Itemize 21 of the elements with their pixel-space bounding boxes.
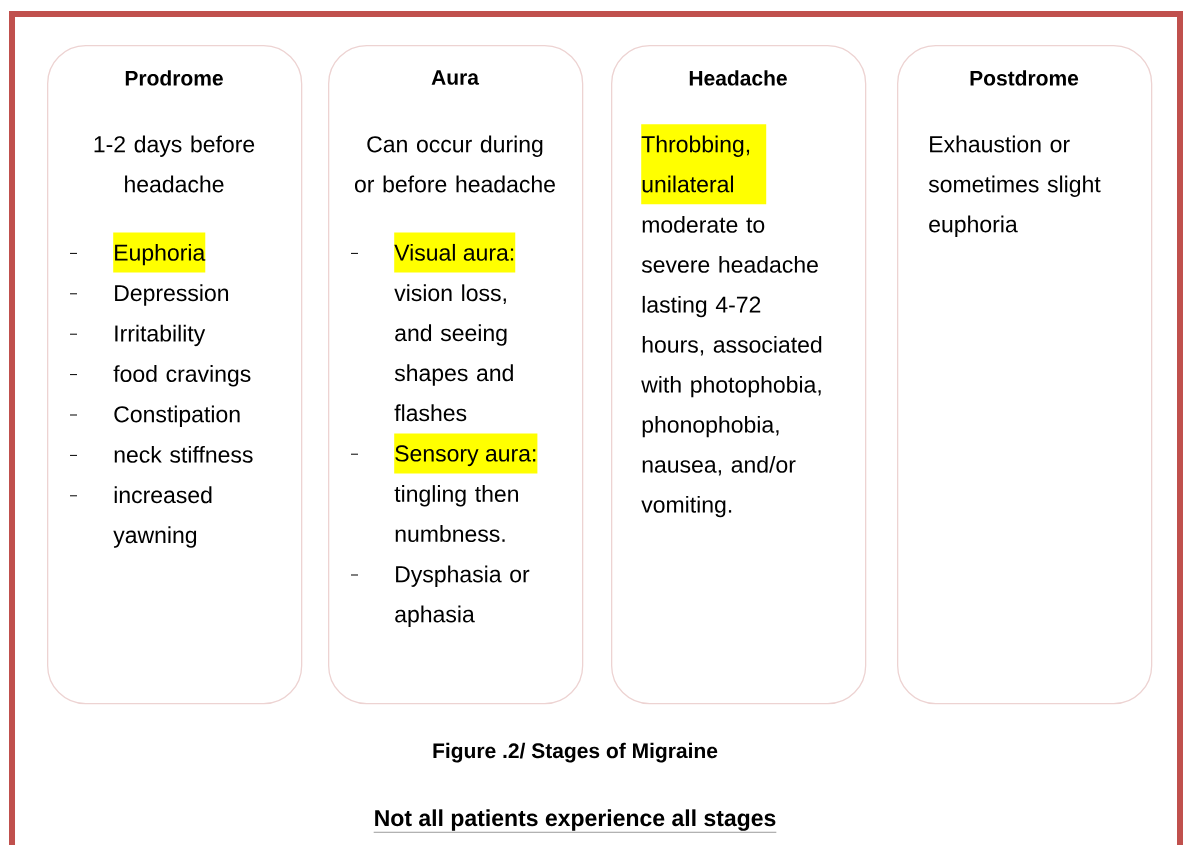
card-heading: Prodrome: [125, 70, 223, 86]
list-item: Irritability: [115, 324, 206, 347]
card-text: tingling then numbness.: [394, 485, 518, 542]
card-heading: Aura: [431, 70, 480, 85]
note-text: Not all patients experience all stages: [373, 809, 777, 833]
card-text: Exhaustion or sometimes slight euphoria: [928, 135, 1101, 237]
highlighted-text: Visual aura:: [394, 232, 516, 273]
list-item: Constipation: [114, 405, 240, 427]
highlighted-text: Sensory aura:: [394, 433, 538, 474]
list-item: Depression: [115, 284, 229, 306]
card-heading: Headache: [689, 70, 787, 86]
card-text: moderate to severe headache lasting 4-72 hours, associated with photophobia, phonophobia, nausea, and/or vomiting.: [641, 215, 822, 518]
card-heading: Postdrome: [970, 70, 1079, 86]
list-item: increased yawning: [113, 486, 212, 548]
figure-caption: Figure .2/ Stages of Migraine: [433, 742, 718, 763]
list-item: Dysphasia or aphasia: [395, 565, 530, 627]
list-item: neck stiffness: [114, 445, 253, 463]
card-text: vision loss, and seeing shapes and flashes: [394, 284, 513, 422]
card-text: 1-2 days before headache: [94, 135, 255, 193]
card-text: Can occur during or before headache: [354, 135, 555, 193]
list-item: food cravings: [113, 365, 251, 387]
